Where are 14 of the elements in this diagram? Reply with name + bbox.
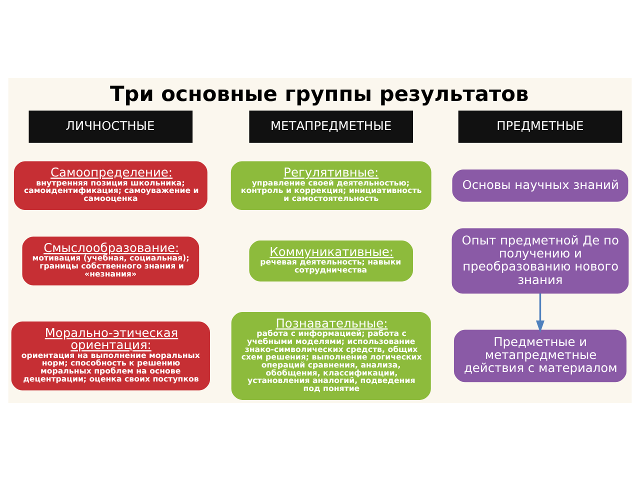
node-box: ПРЕДМЕТНЫЕ bbox=[458, 110, 622, 142]
node-box: ЛИЧНОСТНЫЕ bbox=[28, 110, 193, 142]
node-box: Регулятивные: управление своей деятельностью; контроль и коррекция; инициативность и самостоятельность bbox=[230, 160, 432, 210]
node-box: Смыслообразование: мотивация (учебная, социальная); границы собственного знания и «незнания» bbox=[22, 236, 200, 285]
node-box: Основы научных знаний bbox=[452, 169, 628, 202]
node-box: Познавательные: работа с информацией; работа с учебными моделями; использование знако-символических средств, общих схем решения; выполнение логических операций сравнения, анализа, обобщения, классификации, установления аналогий, подведения под понятие bbox=[231, 311, 431, 400]
node-box: Предметные и метапредметные действия с материалом bbox=[454, 329, 626, 382]
node-box: Самоопределение: внутренняя позиция школьника; самоидентификация; самоуважение и самооценка bbox=[14, 160, 208, 210]
node-box: Морально-этическая ориентация: ориентация на выполнение моральных норм; способность к решению моральных проблем на основе децентрации; оценка своих поступков bbox=[11, 321, 210, 390]
node-box: Опыт предметной Де по получению и преобразованию нового знания bbox=[452, 228, 629, 294]
node-box: МЕТАПРЕДМЕТНЫЕ bbox=[249, 110, 413, 142]
diagram-title: Три основные группы результатов bbox=[110, 81, 529, 106]
node-box: Коммуникативные: речевая деятельность; навыки сотрудничества bbox=[249, 240, 413, 281]
arrow bbox=[536, 292, 544, 332]
